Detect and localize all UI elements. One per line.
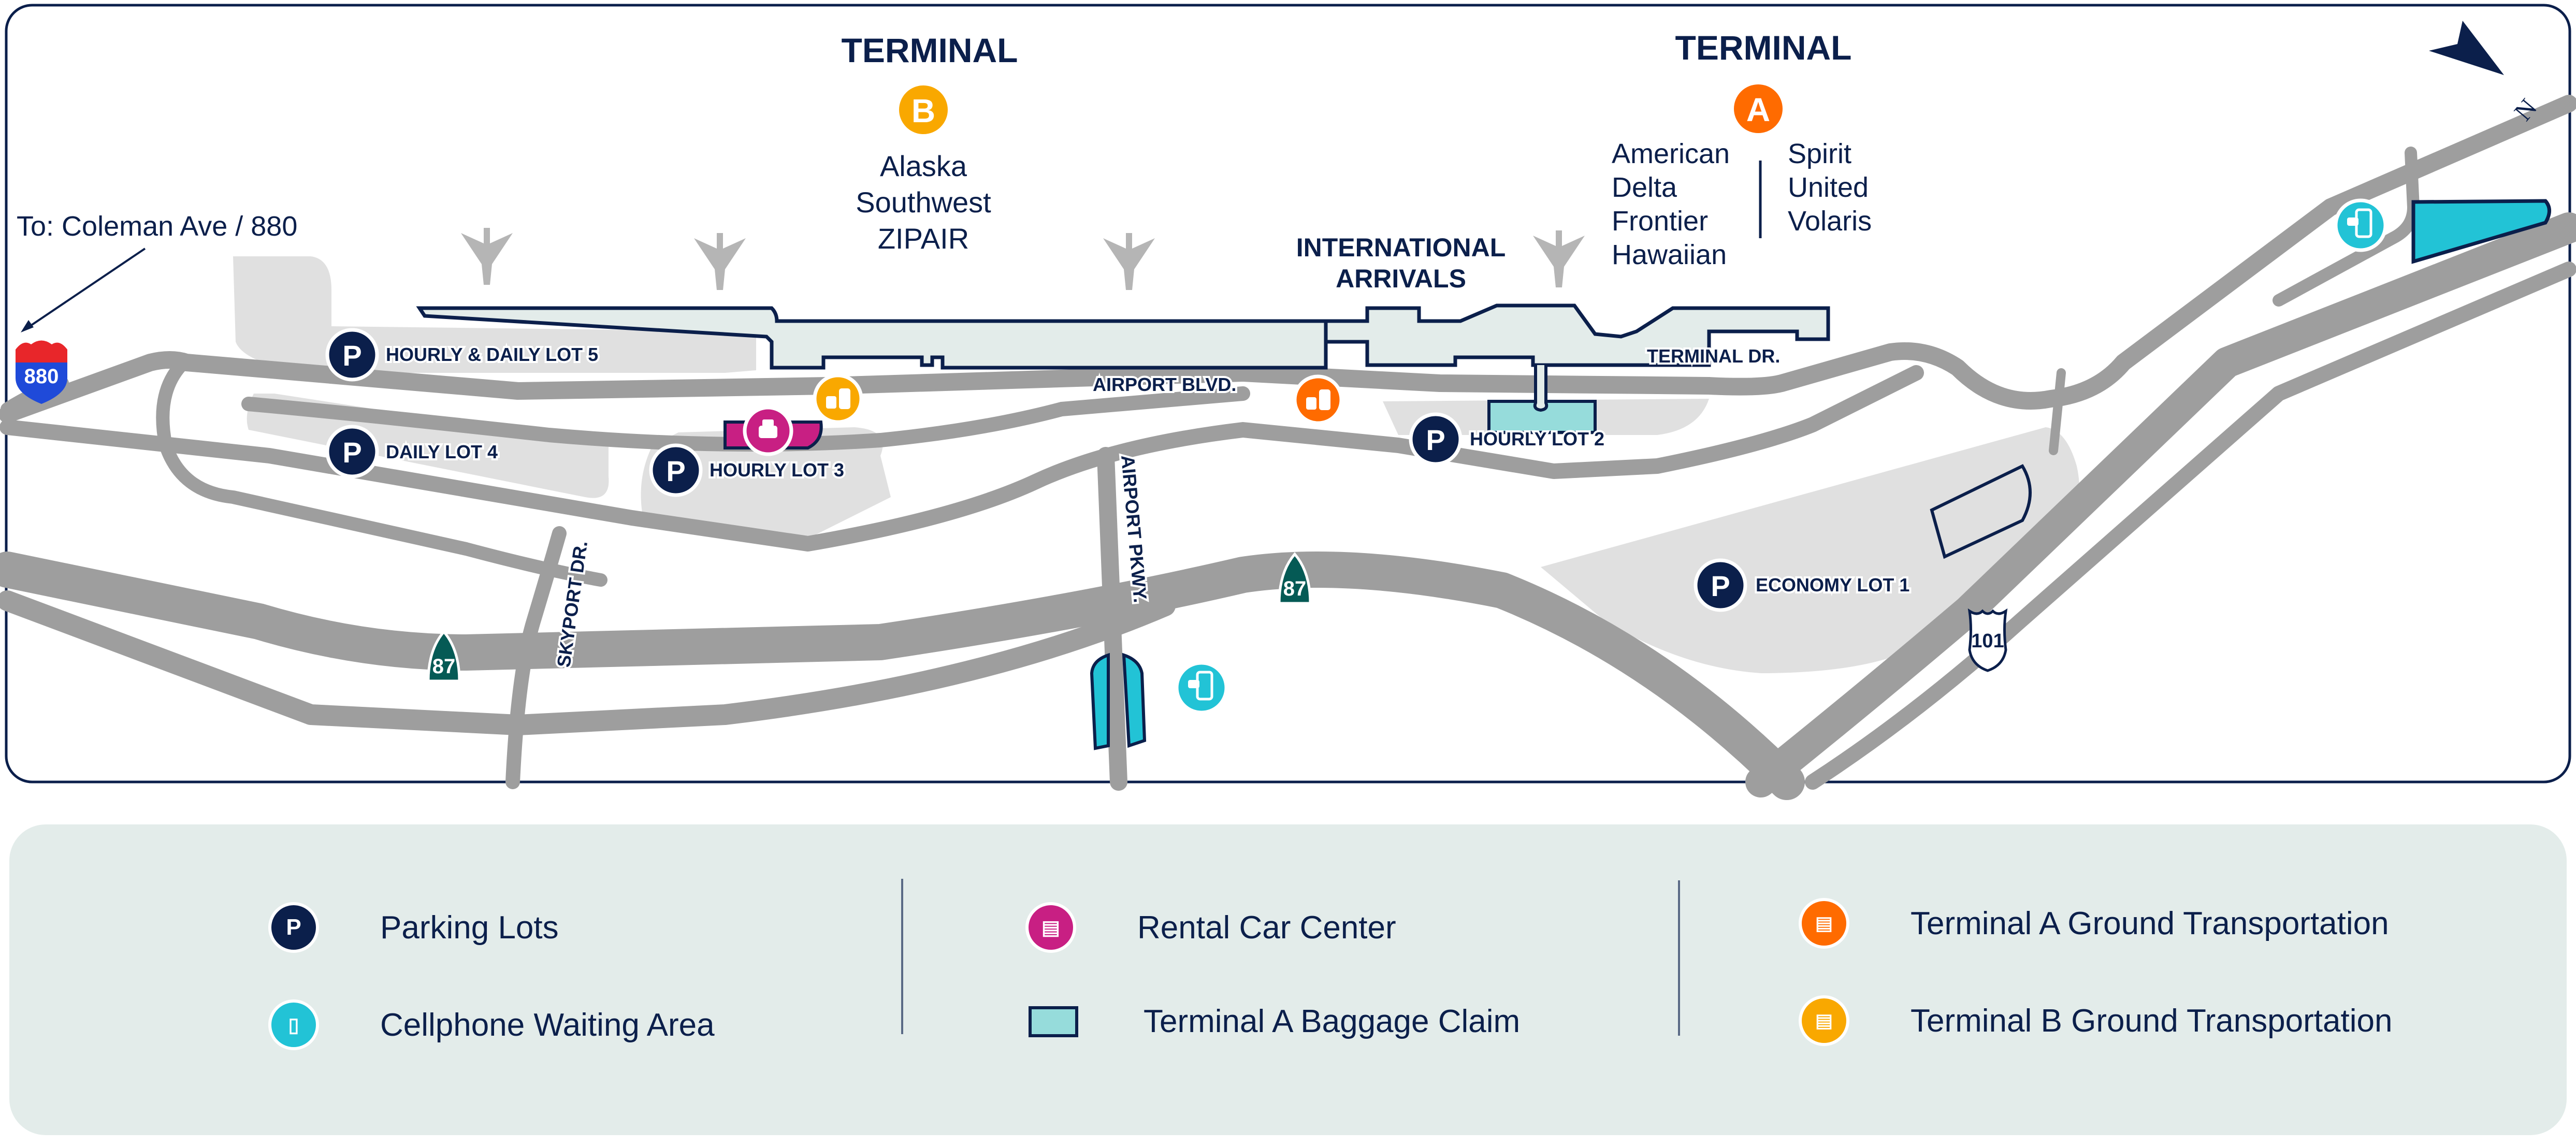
legend-label: Cellphone Waiting Area [380, 1007, 715, 1043]
parking-symbol: P [1426, 424, 1445, 456]
legend-item-cellphone: ▯ Cellphone Waiting Area [268, 999, 715, 1050]
route-87 [0, 552, 1805, 800]
terminal-b-airline: Alaska [880, 150, 967, 182]
terminal-a-airline: Spirit [1788, 138, 1851, 169]
interstate-880-number: 880 [24, 365, 59, 388]
parking-icon: P [268, 902, 319, 953]
parking-symbol: P [1711, 570, 1730, 602]
legend-label: Rental Car Center [1137, 909, 1396, 946]
parking-marker-lot3[interactable]: P HOURLY LOT 3 [649, 443, 846, 497]
road-network [0, 95, 2576, 800]
us-101 [1745, 212, 2576, 797]
terminal-a-airline: Frontier [1612, 206, 1708, 237]
us-101-number: 101 [1971, 630, 2004, 652]
legend-item-rental-car: ▤ Rental Car Center [1025, 902, 1396, 953]
airplanes [461, 228, 1585, 290]
airport-blvd-label: AIRPORT BLVD. [1093, 374, 1236, 395]
terminal-b-badge-letter: B [911, 92, 935, 129]
ground-transport-icon: ▤ [1799, 898, 1849, 949]
parking-marker-lot4[interactable]: P DAILY LOT 4 [325, 425, 500, 478]
route-87-number: 87 [432, 655, 456, 678]
parking-symbol: P [342, 436, 361, 469]
route-87-shield: 87 [1278, 552, 1312, 605]
legend-item-parking: P Parking Lots [268, 902, 559, 953]
terminal-b-airline: Southwest [856, 186, 991, 219]
terminal-b-airline: ZIPAIR [878, 222, 969, 255]
cellphone-marker-south[interactable] [1175, 661, 1228, 715]
international-arrivals-label: ARRIVALS [1336, 264, 1466, 293]
baggage-connector [1533, 365, 1549, 412]
interstate-880-shield: 880 [16, 340, 67, 404]
cellphone-icon: ▯ [268, 999, 319, 1050]
airplane-icon [1103, 233, 1155, 290]
terminal-a-title: TERMINAL [1675, 28, 1852, 67]
baggage-claim-swatch [1029, 1006, 1078, 1037]
direction-arrowhead [21, 320, 34, 332]
international-arrivals-label: INTERNATIONAL [1296, 233, 1506, 262]
terminal-a-ground-transport-marker[interactable] [1293, 374, 1343, 425]
terminal-dr-label: TERMINAL DR. [1647, 345, 1780, 367]
terminal-a-airline: United [1788, 172, 1869, 203]
airport-blvd-road [0, 95, 2576, 423]
airport-blvd-inner [241, 386, 1250, 452]
terminal-intl-building [1324, 303, 1830, 367]
lot1-label: ECONOMY LOT 1 [1756, 574, 1909, 596]
parking-symbol: P [666, 455, 685, 487]
lot4-label: DAILY LOT 4 [386, 441, 498, 462]
airplane-icon [1533, 230, 1585, 287]
rental-car-icon: ▤ [1025, 902, 1076, 953]
rental-car-marker[interactable] [743, 405, 793, 456]
terminal-a-airline: Hawaiian [1612, 239, 1727, 270]
ground-transport-icon: ▤ [1799, 995, 1849, 1046]
lot1-connector [2049, 368, 2066, 455]
legend-item-baggage-claim: Terminal A Baggage Claim [1029, 1003, 1520, 1040]
parking-marker-lot1[interactable]: P ECONOMY LOT 1 [1694, 558, 1912, 612]
legend-divider [901, 879, 903, 1034]
cellphone-lot-south-a [1090, 652, 1110, 750]
terminal-b-title: TERMINAL [842, 31, 1018, 69]
us-101-b [1805, 262, 2576, 790]
route-87-shield: 87 [427, 630, 461, 683]
north-arrow-icon [2429, 21, 2504, 75]
terminal-b-ground-transport-marker[interactable] [813, 373, 863, 424]
lot5-label: HOURLY & DAILY LOT 5 [386, 344, 598, 365]
economy-lot-structure [1930, 464, 2032, 559]
legend-label: Terminal A Baggage Claim [1144, 1004, 1521, 1039]
cellphone-marker-north[interactable] [2334, 198, 2387, 252]
lot2-label: HOURLY LOT 2 [1470, 428, 1604, 449]
airplane-icon [461, 228, 513, 285]
terminal-b-building [416, 306, 1328, 370]
legend-item-terminal-b-transport: ▤ Terminal B Ground Transportation [1799, 995, 2392, 1046]
legend-label: Terminal A Ground Transportation [1911, 905, 2389, 941]
legend-divider [1678, 880, 1680, 1036]
legend-item-terminal-a-transport: ▤ Terminal A Ground Transportation [1799, 898, 2389, 949]
legend-label: Terminal B Ground Transportation [1911, 1003, 2393, 1039]
airplane-icon [694, 233, 746, 290]
cellphone-lot-north [2411, 199, 2551, 264]
terminal-a-badge [1731, 81, 1786, 136]
terminal-a-airline: American [1612, 138, 1730, 169]
cellphone-lot-south-b [1122, 652, 1147, 748]
parking-marker-lot2[interactable]: P HOURLY LOT 2 [1409, 412, 1607, 466]
lot3-area [641, 427, 891, 545]
route-87-lower [0, 590, 1176, 735]
map-legend: P Parking Lots ▯ Cellphone Waiting Area … [9, 824, 2567, 1135]
direction-arrow [25, 248, 146, 330]
direction-note: To: Coleman Ave / 880 [17, 211, 297, 242]
route-87-number: 87 [1283, 577, 1307, 600]
parking-symbol: P [342, 339, 361, 372]
us-101-shield: 101 [1967, 608, 2008, 672]
lot3-label: HOURLY LOT 3 [710, 459, 844, 481]
legend-label: Parking Lots [380, 909, 559, 946]
terminal-a-airline: Delta [1612, 172, 1677, 203]
terminal-a-badge-letter: A [1746, 91, 1770, 128]
parking-marker-lot5[interactable]: P HOURLY & DAILY LOT 5 [325, 328, 600, 382]
terminals [416, 303, 1830, 370]
terminal-a-airline: Volaris [1788, 206, 1872, 237]
terminal-b-badge [896, 82, 951, 137]
